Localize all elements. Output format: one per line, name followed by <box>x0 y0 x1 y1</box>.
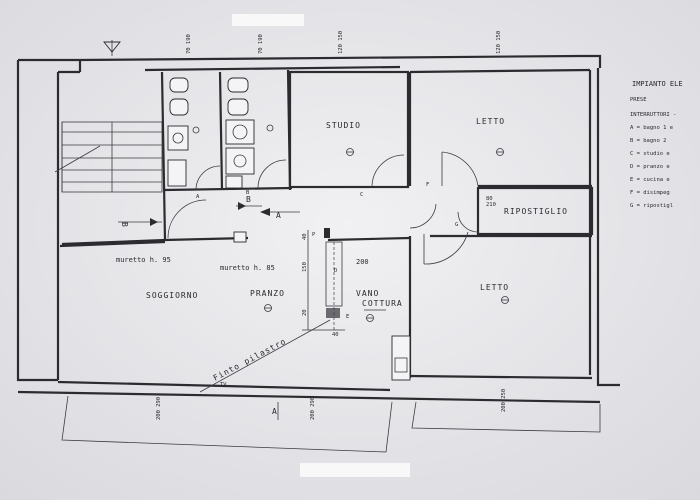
legend-item: F = disimpeg <box>630 190 670 196</box>
room-label-soggiorno: SOGGIORNO <box>146 291 198 300</box>
dim-bottom-2: 200 290 <box>310 397 316 420</box>
dim-top-1: 70 190 <box>186 34 192 54</box>
point-b: B <box>246 190 250 196</box>
tape-top <box>232 14 304 26</box>
dim-40: 40 <box>302 233 308 240</box>
legend-item: G = ripostigl <box>630 203 673 209</box>
storage-room <box>457 186 594 236</box>
legend-item: E = cucina e <box>630 177 670 183</box>
section-label-a-top: A <box>276 211 282 220</box>
note-muretto-95: muretto h. 95 <box>116 256 171 264</box>
dim-20: 20 <box>302 309 308 316</box>
legend: IMPIANTO ELE PRESE INTERRUTTORI - A = ba… <box>630 80 683 209</box>
legend-item: B = bagno 2 <box>630 138 666 144</box>
dim-top-4: 120 150 <box>496 31 502 54</box>
bedroom-top <box>408 72 592 188</box>
legend-prese: PRESE <box>630 97 647 103</box>
dim-top-2: 70 190 <box>258 34 264 54</box>
point-f: F <box>426 182 429 188</box>
dim-top-3: 120 150 <box>338 31 344 54</box>
bathrooms <box>164 69 293 192</box>
point-d: D <box>334 268 337 274</box>
point-p: P <box>312 232 316 238</box>
outer-walls <box>16 54 620 404</box>
dim-bottom-1: 200 290 <box>156 397 162 420</box>
studio-room <box>288 70 410 189</box>
room-label-pranzo: PRANZO <box>250 289 285 298</box>
stairwell <box>54 71 167 246</box>
legend-title: IMPIANTO ELE <box>632 80 683 88</box>
point-e: E <box>346 314 349 320</box>
section-label-a-bottom: A <box>272 407 278 416</box>
dim-200: 200 <box>356 258 369 266</box>
legend-item: A = bagno 1 e <box>630 125 673 131</box>
balconies <box>61 395 601 453</box>
room-label-studio: STUDIO <box>326 121 361 130</box>
dim-40b: 40 <box>332 332 339 338</box>
corridor <box>164 199 437 243</box>
room-label-vano-cottura: VANO COTTURA <box>356 289 403 308</box>
legend-item: D = pranzo e <box>630 164 670 170</box>
dim-bottom-3: 200 250 <box>501 389 507 412</box>
room-label-letto-top: LETTO <box>476 117 505 126</box>
legend-interruttori: INTERRUTTORI - <box>630 112 676 118</box>
section-label-b-right: B <box>246 195 252 204</box>
dim-150: 150 <box>302 262 308 272</box>
section-label-b-left: B <box>120 222 129 228</box>
note-muretto-85: muretto h. 85 <box>220 264 275 272</box>
living-area <box>59 202 411 420</box>
point-g: G <box>455 222 458 228</box>
room-label-letto-bottom: LETTO <box>480 283 509 292</box>
light-point-icon <box>346 148 354 156</box>
legend-item: C = studio e <box>630 151 670 157</box>
point-a: A <box>196 194 200 200</box>
room-label-ripostiglio: RIPOSTIGLIO <box>504 207 568 216</box>
tape-bottom <box>300 463 410 477</box>
note-tv: TV <box>220 382 227 388</box>
north-arrow-icon <box>103 40 121 56</box>
point-c: C <box>360 192 363 198</box>
